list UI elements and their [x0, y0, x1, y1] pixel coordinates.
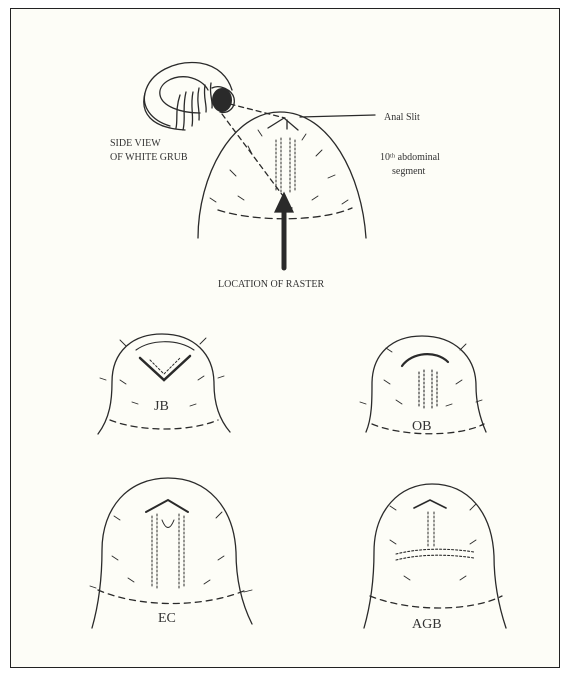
side-view-label-line2: OF WHITE GRUB	[110, 152, 188, 163]
raster-ec	[90, 478, 252, 628]
anal-slit-label: Anal Slit	[384, 112, 420, 123]
jb-label: JB	[154, 399, 169, 414]
ec-label: EC	[158, 611, 176, 626]
raster-jb	[98, 334, 230, 434]
white-grub-side-view	[144, 63, 292, 208]
tenth-segment-magnified	[198, 112, 375, 268]
side-view-label-line1: SIDE VIEW	[110, 138, 161, 149]
location-of-raster-label: LOCATION OF RASTER	[218, 279, 324, 290]
segment-label-line2: segment	[392, 166, 426, 177]
raster-agb	[364, 484, 506, 628]
agb-label: AGB	[412, 617, 442, 632]
ob-label: OB	[412, 419, 431, 434]
segment-label-line1: 10ᵗʰ abdominal	[380, 152, 440, 163]
